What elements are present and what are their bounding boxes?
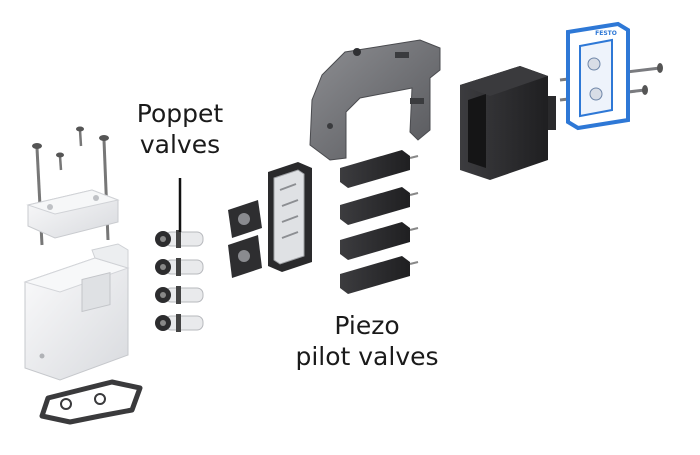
poppet-valve: [155, 258, 204, 276]
metal-bracket: [309, 39, 441, 161]
poppet-label-line-1: Poppet: [136, 99, 224, 128]
poppet-valves-label: Poppet valves: [120, 98, 240, 160]
piezo-valve: [340, 187, 419, 225]
piezo-label-line-1: Piezo: [334, 311, 400, 340]
valve-inserts: [228, 200, 262, 278]
brand-plate-text: FESTO: [595, 30, 617, 37]
poppet-valve-stack: [155, 230, 204, 332]
gasket: [39, 379, 143, 425]
piezo-valve: [340, 150, 419, 188]
pilot-carrier: [268, 162, 312, 272]
piezo-label-line-2: pilot valves: [295, 342, 439, 371]
black-housing: [460, 66, 556, 180]
piezo-pilot-valves-label: Piezo pilot valves: [282, 310, 452, 372]
poppet-valve: [155, 230, 204, 248]
piezo-valve: [340, 256, 419, 294]
poppet-label-line-2: valves: [139, 130, 221, 159]
end-plate: FESTO: [559, 21, 663, 131]
top-cover-plate: [26, 189, 120, 239]
white-housing: [23, 243, 130, 381]
piezo-valve-stack: [340, 150, 419, 294]
poppet-valve: [155, 286, 204, 304]
poppet-valve: [155, 314, 204, 332]
piezo-valve: [340, 222, 419, 260]
